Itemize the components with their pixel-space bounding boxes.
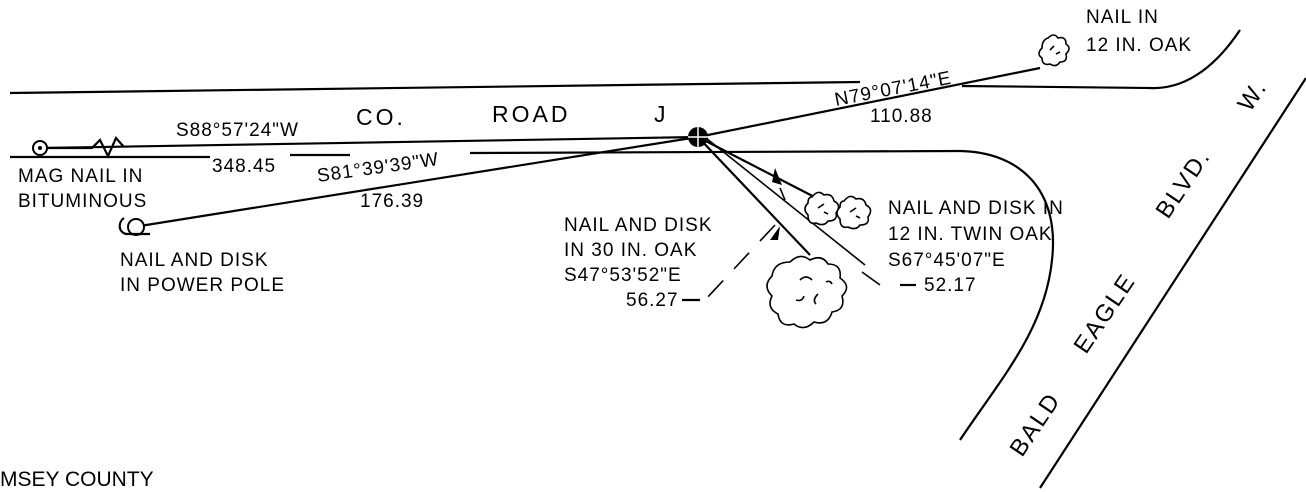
distance-twin-oak: 52.17 [924, 275, 977, 296]
twin-oak-icon [804, 191, 872, 230]
offset-line [705, 137, 866, 266]
line-to-mag-nail [41, 135, 699, 150]
oak30-label-2: IN 30 IN. OAK [564, 240, 697, 261]
bald-eagle-east-line [1039, 77, 1306, 489]
bearing-twin-oak: S67°45'07"E [888, 250, 1006, 271]
leader-tick-a [779, 187, 786, 201]
co-road-label-1: CO. [356, 104, 406, 130]
line-to-nail-oak [697, 66, 1041, 139]
bald-eagle-label-3: BLVD. [1151, 144, 1217, 223]
co-road-label-2: ROAD [492, 101, 570, 127]
line-to-power-pole [139, 135, 699, 228]
bearing-30in-oak: S47°53'52"E [564, 265, 682, 286]
bald-eagle-label-4: W. [1233, 75, 1273, 117]
line-to-30in-oak [697, 136, 811, 256]
mag-nail-icon [32, 135, 125, 159]
30in-oak-icon [766, 255, 848, 329]
bald-eagle-label-2: EAGLE [1069, 269, 1142, 359]
power-pole-label-2: IN POWER POLE [120, 275, 285, 296]
oak30-label-1: NAIL AND DISK [564, 215, 713, 236]
oak-tree-icon [1038, 34, 1070, 67]
nail-oak-label-1: NAIL IN [1086, 7, 1159, 28]
distance-power-pole: 176.39 [360, 191, 424, 212]
power-pole-icon [118, 217, 150, 236]
co-road-north-line [9, 80, 861, 95]
bearing-mag-nail: S88°57'24"W [176, 120, 299, 141]
power-pole-label-1: NAIL AND DISK [120, 250, 269, 271]
mag-nail-label-2: BITUMINOUS [18, 191, 147, 212]
distance-mag-nail: 348.45 [212, 156, 276, 177]
distance-30in-oak: 56.27 [626, 290, 679, 311]
bearing-nail-oak: N79°07'14"E [833, 68, 954, 111]
bald-eagle-north-curve [961, 29, 1241, 90]
twin-oak-label-2: 12 IN. TWIN OAK [888, 224, 1053, 245]
co-road-south-line-east [469, 149, 961, 155]
arrow-icon-2 [770, 226, 780, 240]
county-label: MSEY COUNTY [0, 468, 154, 491]
co-road-label-3: J [654, 101, 669, 127]
twin-oak-label-1: NAIL AND DISK IN [888, 198, 1064, 219]
leader-twin-oak [861, 271, 881, 286]
bald-eagle-label-1: BALD [1005, 388, 1067, 462]
mag-nail-label-1: MAG NAIL IN [18, 166, 143, 187]
arrow-icon [772, 168, 782, 185]
nail-oak-label-2: 12 IN. OAK [1086, 35, 1192, 56]
bald-eagle-curve [959, 149, 1055, 441]
distance-nail-oak: 110.88 [870, 106, 933, 127]
leader-30in-oak [704, 224, 776, 301]
